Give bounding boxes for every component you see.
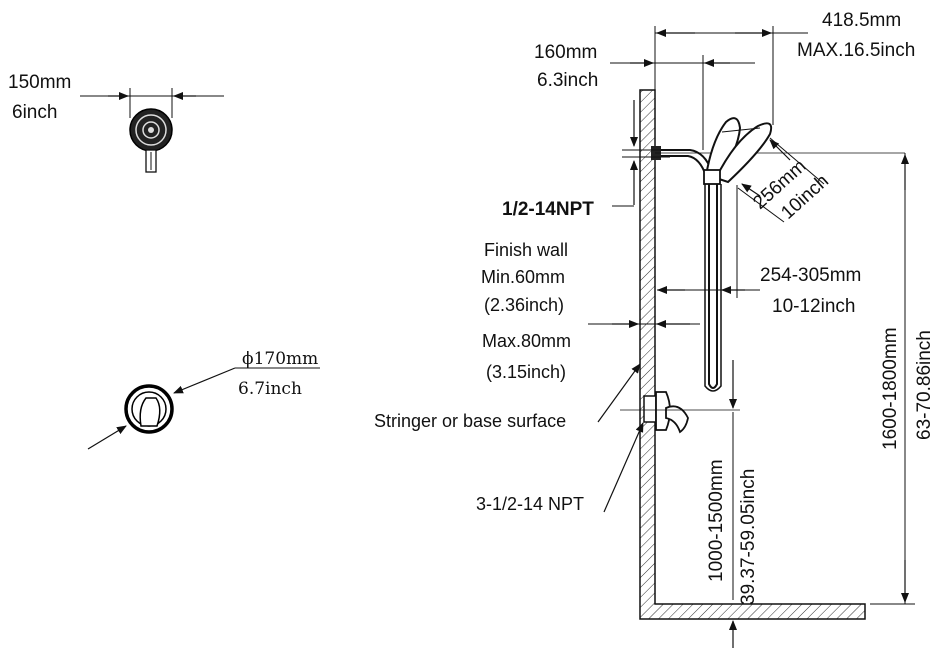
arm-reach-inch: MAX.16.5inch <box>797 40 915 61</box>
finish-wall-min-mm: Min.60mm <box>481 267 565 287</box>
head-width-mm: 150mm <box>8 72 71 93</box>
valve-handle-icon <box>139 397 161 427</box>
bar-offset-mm: 254-305mm <box>760 265 861 286</box>
inlet-thread-label: 1/2-14NPT <box>502 199 594 220</box>
valve-height-inch: 39.37-59.05inch <box>738 469 759 605</box>
valve-height-mm: 1000-1500mm <box>706 459 727 582</box>
handheld-shower <box>703 117 773 392</box>
escutcheon-diameter-mm: ϕ170mm <box>242 349 318 369</box>
stringer-label: Stringer or base surface <box>374 411 566 431</box>
finish-wall-max-inch: (3.15inch) <box>486 362 566 382</box>
valve-lever-icon <box>665 405 689 434</box>
arm-reach-mm: 418.5mm <box>822 10 901 31</box>
mixing-valve <box>620 391 740 434</box>
valve-thread-label: 3-1/2-14 NPT <box>476 494 584 514</box>
valve-body-icon <box>643 395 657 423</box>
arm-depth-mm: 160mm <box>534 42 597 63</box>
finish-wall-title: Finish wall <box>484 240 568 260</box>
hose-icon <box>708 184 718 389</box>
valve-escutcheon-view <box>87 367 320 450</box>
shower-head-front-view <box>80 88 224 173</box>
arm-depth-inch: 6.3inch <box>537 70 598 91</box>
total-height-inch: 63-70.86inch <box>914 330 935 440</box>
bar-offset-inch: 10-12inch <box>772 296 855 317</box>
finish-wall-max-mm: Max.80mm <box>482 331 571 351</box>
head-width-inch: 6inch <box>12 102 57 123</box>
total-height-mm: 1600-1800mm <box>880 327 901 450</box>
shower-arm <box>622 146 905 177</box>
escutcheon-diameter-inch: 6.7inch <box>238 379 302 399</box>
holder-bracket-icon <box>703 169 721 185</box>
main-head-icon <box>714 122 773 184</box>
finish-wall-min-inch: (2.36inch) <box>484 295 564 315</box>
